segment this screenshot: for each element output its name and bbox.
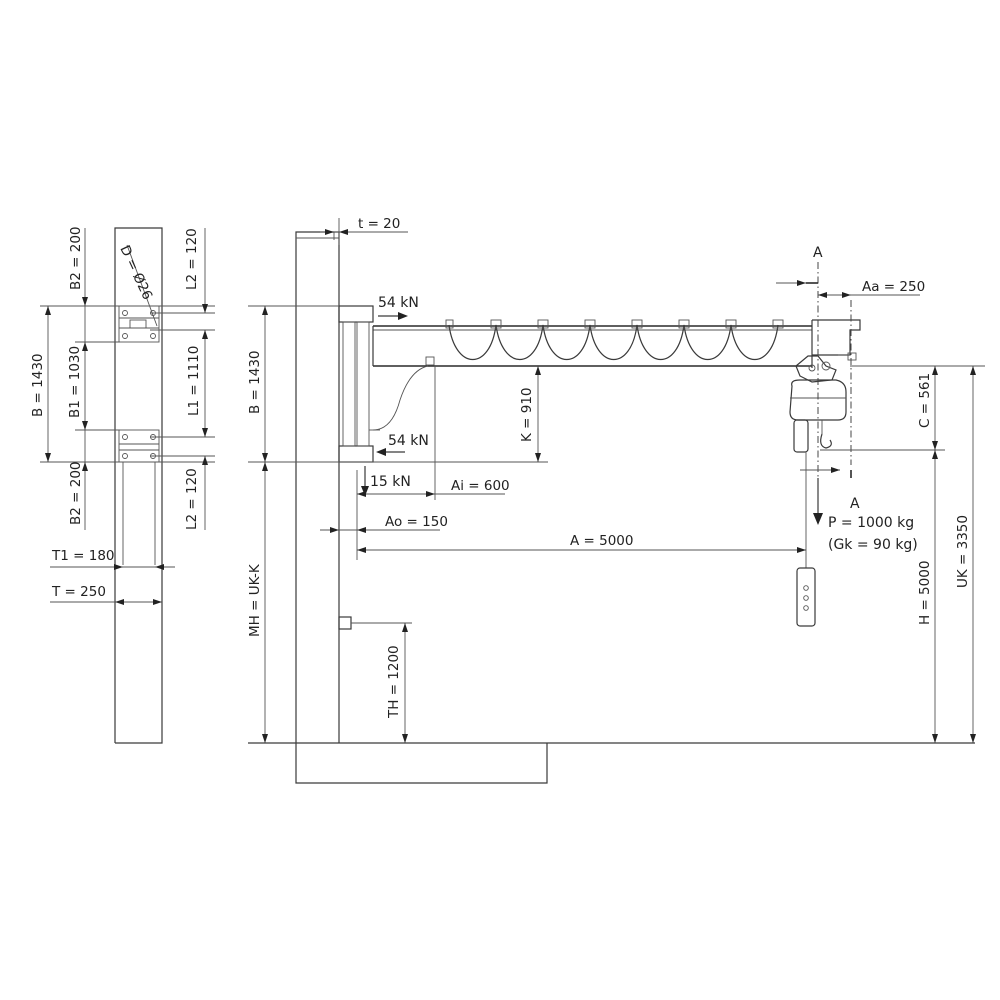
label-c: C = 561 (917, 373, 933, 428)
label-h: H = 5000 (917, 561, 933, 625)
reaction-forces (361, 312, 823, 525)
pendant-holder (338, 616, 352, 630)
jib-arm (372, 319, 861, 431)
column-main (248, 231, 975, 784)
label-b-side: B = 1430 (30, 353, 46, 417)
label-b2-top: B2 = 200 (68, 226, 84, 290)
label-t: t = 20 (358, 216, 400, 232)
label-b-main: B = 1430 (247, 350, 263, 414)
label-uk: UK = 3350 (955, 515, 971, 588)
label-b2-bot: B2 = 200 (68, 461, 84, 525)
label-mh: MH = UK-K (247, 563, 263, 637)
label-t1: T1 = 180 (51, 548, 115, 564)
label-d: D = Ø26 (116, 243, 155, 302)
label-force-vertical: 15 kN (370, 474, 411, 490)
label-l1: L1 = 1110 (186, 346, 202, 416)
pivot-bracket (338, 305, 380, 463)
label-l2-top: L2 = 120 (184, 228, 200, 290)
main-labels: t = 20 54 kN 54 kN 15 kN B = 1430 MH = U… (247, 216, 971, 719)
label-k: K = 910 (519, 387, 535, 442)
section-line (776, 262, 852, 480)
electric-chain-hoist (789, 355, 847, 627)
label-l2-bot: L2 = 120 (184, 468, 200, 530)
label-b1: B1 = 1030 (67, 346, 83, 418)
label-a: A = 5000 (570, 533, 634, 549)
side-view-labels: B2 = 200 D = Ø26 L2 = 120 B = 1430 B1 = … (30, 226, 202, 600)
festoon-cable (445, 319, 784, 361)
label-t: T = 250 (51, 584, 106, 600)
label-force-top: 54 kN (378, 295, 419, 311)
side-view-dimensions (40, 228, 215, 605)
label-section-bottom: A (850, 496, 860, 512)
label-th: TH = 1200 (386, 645, 402, 719)
label-force-bottom: 54 kN (388, 433, 429, 449)
label-ao: Ao = 150 (385, 514, 448, 530)
main-dimensions (248, 218, 985, 743)
label-section-top: A (813, 245, 823, 261)
label-aa: Aa = 250 (862, 279, 925, 295)
label-ai: Ai = 600 (451, 478, 510, 494)
label-load: P = 1000 kg (828, 515, 914, 531)
label-dead-weight: (Gk = 90 kg) (828, 537, 918, 553)
column-side-view (114, 227, 163, 744)
